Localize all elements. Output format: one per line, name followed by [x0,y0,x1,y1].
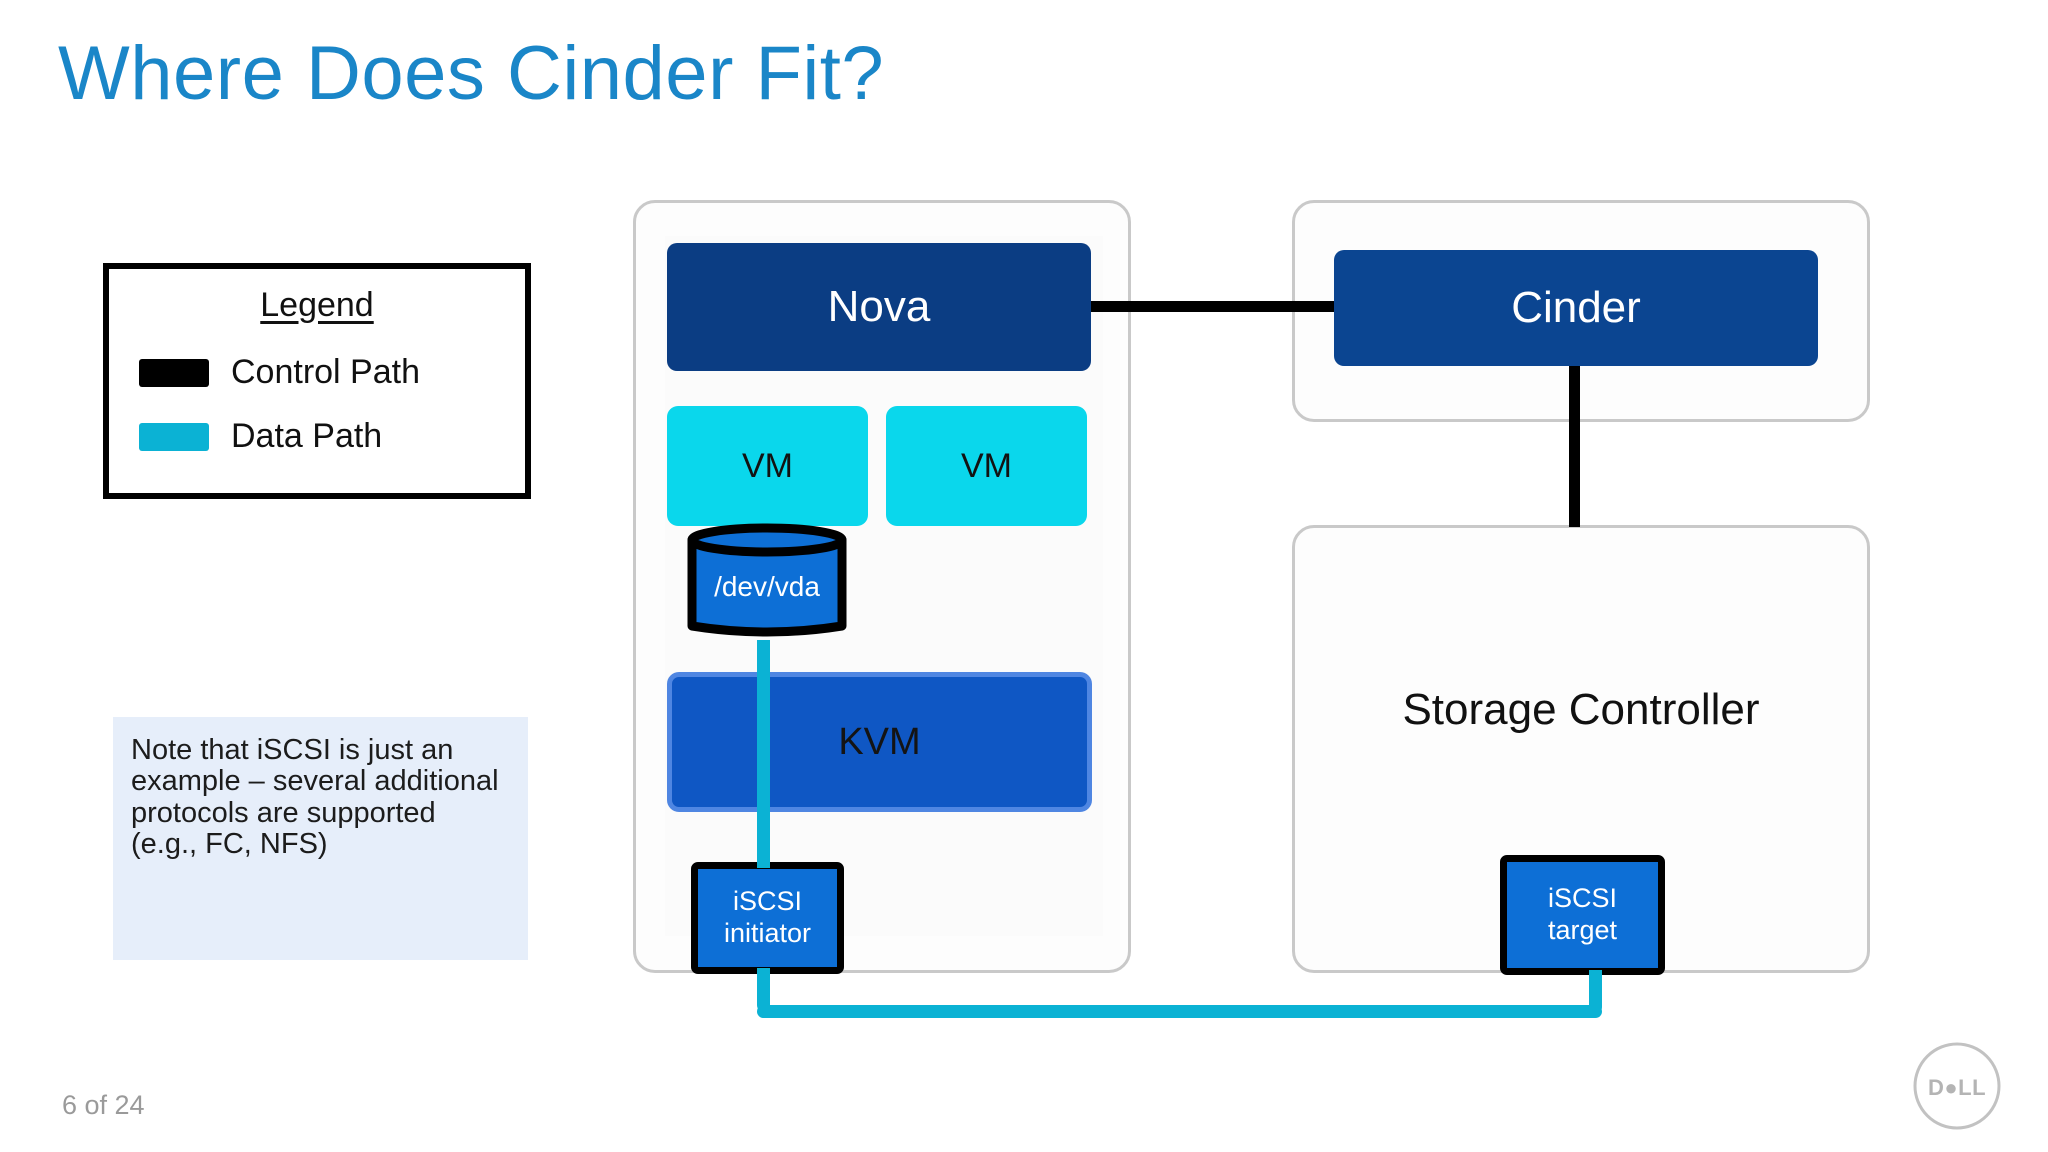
node-dev-vda[interactable]: /dev/vda [687,523,847,645]
note-text: Note that iSCSI is just an example – sev… [131,734,499,860]
legend-item-label: Control Path [231,353,420,391]
page-indicator: 6 of 24 [62,1090,145,1120]
svg-text:D●LL: D●LL [1928,1075,1986,1100]
dell-logo-icon: D●LL [1913,1042,2001,1130]
node-cinder[interactable]: Cinder [1334,250,1818,366]
storage-controller-label: Storage Controller [1402,685,1760,734]
data-line-initiator-to-target [757,1005,1602,1018]
legend-heading: Legend [260,286,374,324]
control-line-cinder-storage [1569,362,1580,527]
data-line-vda-to-initiator [757,640,770,868]
dell-logo: D●LL [1911,1040,2003,1132]
legend-box: Legend Control Path Data Path [103,263,531,499]
node-iscsi-initiator[interactable]: iSCSI initiator [691,862,844,974]
node-iscsi-target[interactable]: iSCSI target [1500,855,1665,975]
control-line-nova-cinder [1087,301,1338,312]
node-nova[interactable]: Nova [667,243,1091,371]
data-line-target-down [1589,970,1602,1015]
legend-item-data-path: Data Path [139,417,382,456]
legend-item-control-path: Control Path [139,353,420,392]
data-line-initiator-down [757,968,770,1013]
page-title: Where Does Cinder Fit? [58,31,885,116]
cylinder-icon [687,523,847,637]
node-kvm[interactable]: KVM [667,672,1092,812]
control-path-swatch-icon [139,358,209,387]
data-path-swatch-icon [139,422,209,451]
note-callout: Note that iSCSI is just an example – sev… [113,717,528,960]
node-vm-1[interactable]: VM [667,406,868,526]
legend-item-label: Data Path [231,417,383,455]
node-vm-2[interactable]: VM [886,406,1087,526]
